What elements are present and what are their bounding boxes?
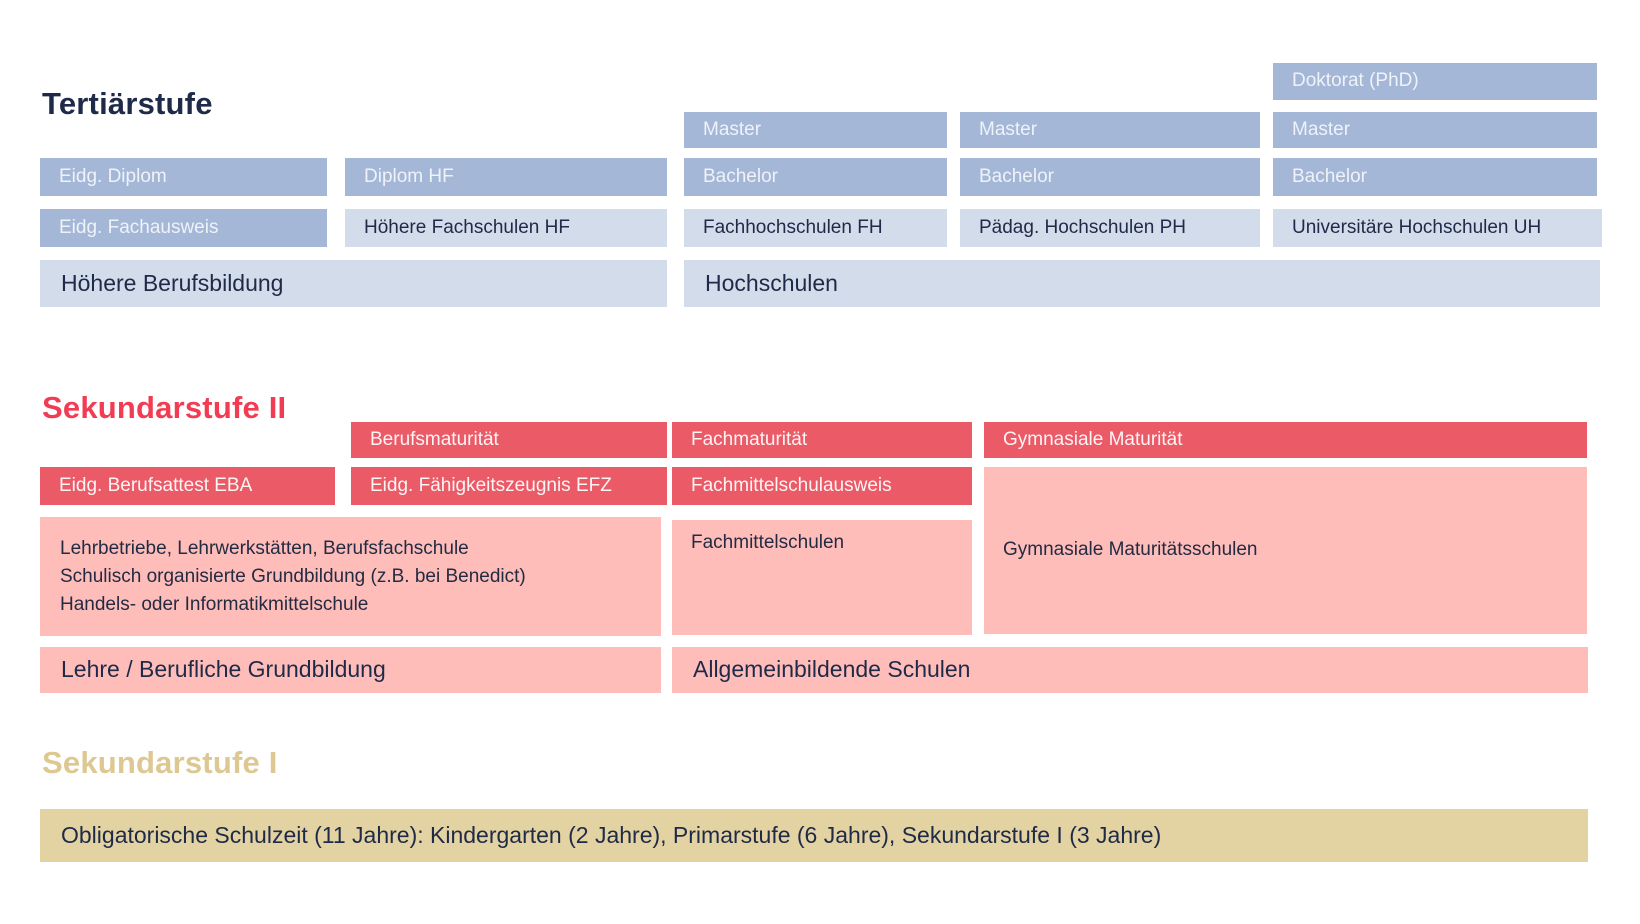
- box-berufsmaturitaet: Berufsmaturität: [351, 422, 667, 458]
- bar-hochschulen: Hochschulen: [684, 260, 1600, 307]
- lehrbetriebe-line-1: Lehrbetriebe, Lehrwerkstätten, Berufsfac…: [60, 537, 469, 559]
- box-diplom-hf: Diplom HF: [345, 158, 667, 196]
- box-lehrbetriebe-grundbildung: Lehrbetriebe, Lehrwerkstätten, Berufsfac…: [40, 517, 661, 636]
- box-gymnasiale-maturitaetsschulen: Gymnasiale Maturitätsschulen: [984, 467, 1587, 634]
- lehrbetriebe-line-3: Handels- oder Informatikmittelschule: [60, 593, 369, 615]
- box-eidg-faehigkeitszeugnis-efz: Eidg. Fähigkeitszeugnis EFZ: [351, 467, 667, 505]
- section-title-tertiaerstufe: Tertiärstufe: [42, 86, 213, 121]
- box-bachelor-ph: Bachelor: [960, 158, 1260, 196]
- box-fachmaturitaet: Fachmaturität: [672, 422, 972, 458]
- box-bachelor-fh: Bachelor: [684, 158, 947, 196]
- box-eidg-fachausweis: Eidg. Fachausweis: [40, 209, 327, 247]
- bar-hoehere-berufsbildung: Höhere Berufsbildung: [40, 260, 667, 307]
- box-doktorat-phd: Doktorat (PhD): [1273, 63, 1597, 100]
- bar-allgemeinbildende-schulen: Allgemeinbildende Schulen: [672, 647, 1588, 693]
- box-master-uh: Master: [1273, 112, 1597, 148]
- box-universitaere-hochschulen-uh: Universitäre Hochschulen UH: [1273, 209, 1602, 247]
- box-hoehere-fachschulen-hf: Höhere Fachschulen HF: [345, 209, 667, 247]
- box-master-ph: Master: [960, 112, 1260, 148]
- bar-lehre-berufliche-grundbildung: Lehre / Berufliche Grundbildung: [40, 647, 661, 693]
- box-eidg-berufsattest-eba: Eidg. Berufsattest EBA: [40, 467, 335, 505]
- box-gymnasiale-maturitaet: Gymnasiale Maturität: [984, 422, 1587, 458]
- box-fachmittelschulausweis: Fachmittelschulausweis: [672, 467, 972, 505]
- box-eidg-diplom: Eidg. Diplom: [40, 158, 327, 196]
- box-fachhochschulen-fh: Fachhochschulen FH: [684, 209, 947, 247]
- box-master-fh: Master: [684, 112, 947, 148]
- section-title-sekundarstufe-1: Sekundarstufe I: [42, 745, 278, 780]
- box-bachelor-uh: Bachelor: [1273, 158, 1597, 196]
- section-title-sekundarstufe-2: Sekundarstufe II: [42, 390, 287, 425]
- box-fachmittelschulen: Fachmittelschulen: [672, 520, 972, 635]
- bar-obligatorische-schulzeit: Obligatorische Schulzeit (11 Jahre): Kin…: [40, 809, 1588, 862]
- box-paedag-hochschulen-ph: Pädag. Hochschulen PH: [960, 209, 1260, 247]
- lehrbetriebe-line-2: Schulisch organisierte Grundbildung (z.B…: [60, 565, 526, 587]
